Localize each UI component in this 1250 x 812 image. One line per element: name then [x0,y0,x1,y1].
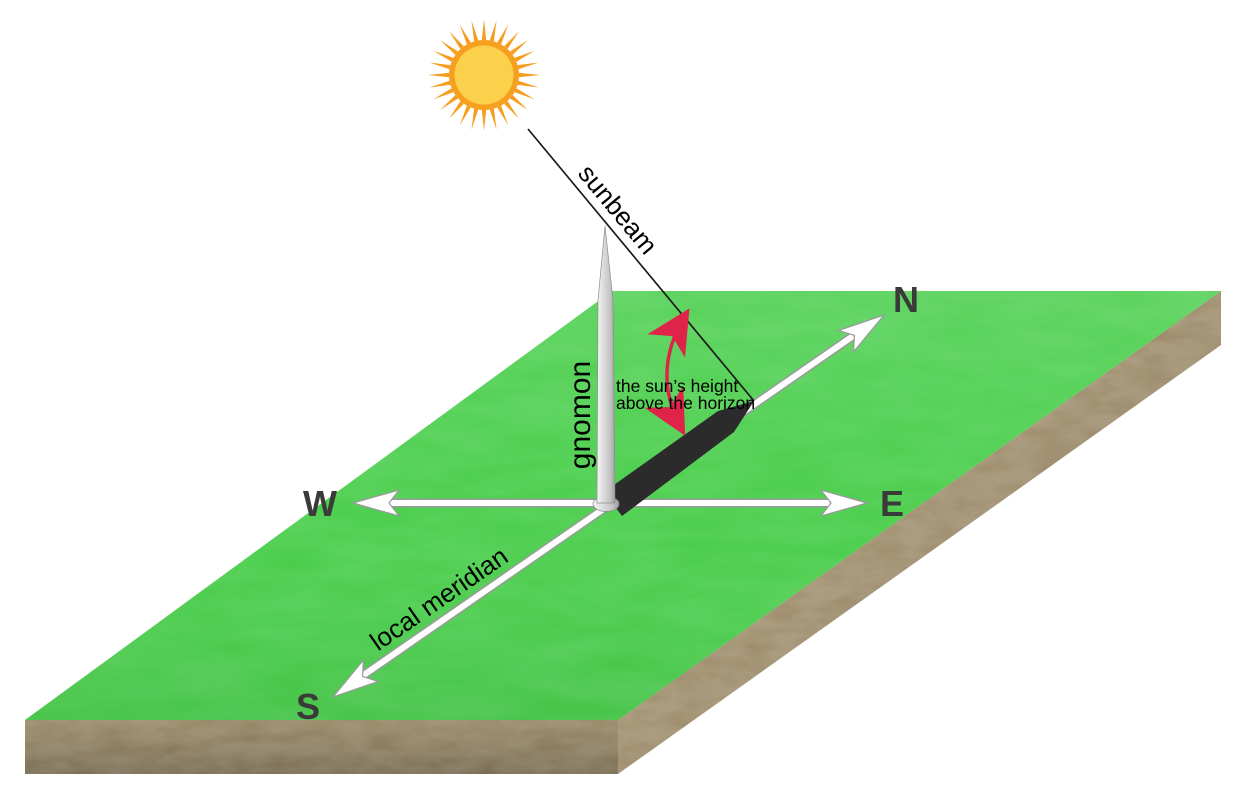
label-sunbeam: sunbeam [572,159,663,260]
sunbeam-line [527,128,755,402]
label-west: W [303,483,337,524]
gnomon [592,225,620,512]
sun-icon [428,19,540,131]
sun-rays [428,19,540,131]
label-east: E [880,483,904,524]
south-arrowhead [331,658,381,699]
label-gnomon: gnomon [564,361,597,469]
label-sun-height-line2: above the horizon [616,393,755,413]
gnomon-spike [596,225,616,504]
sun-height-angle-arc [644,308,690,436]
west-arrowhead [350,488,401,518]
sun-disc [454,45,514,105]
north-arrowhead [836,313,886,354]
east-arrowhead [819,488,870,518]
label-sun-height-line1: the sun’s height [616,376,738,396]
gnomon-shadow [604,401,754,516]
label-north: N [893,279,919,320]
ground-platform [25,291,1221,774]
label-south: S [296,686,320,727]
